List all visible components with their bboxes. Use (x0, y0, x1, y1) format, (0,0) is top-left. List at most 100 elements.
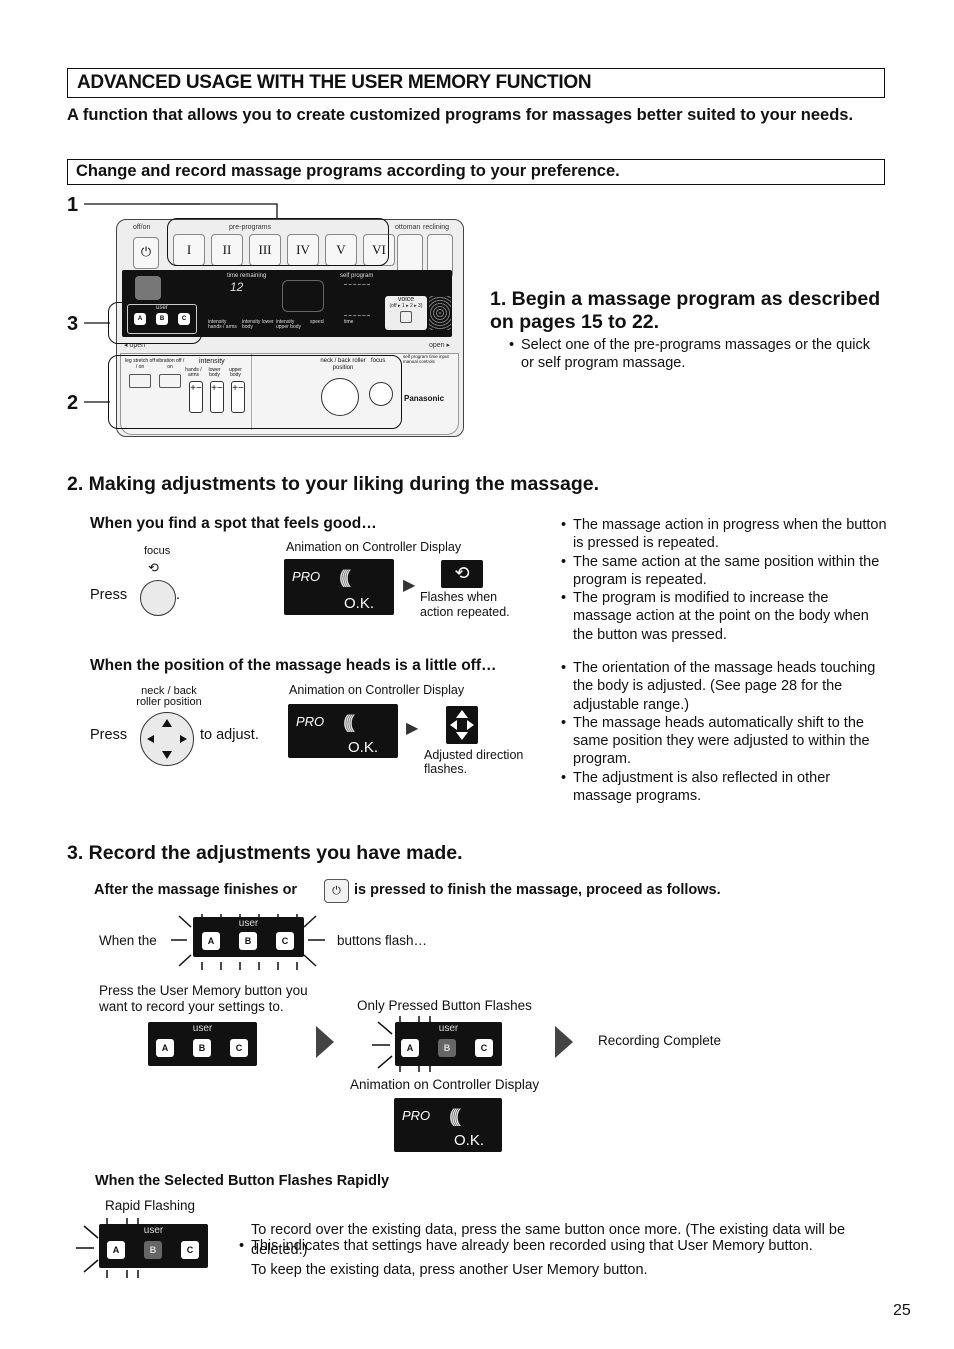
press-period: . (176, 587, 181, 603)
intensity-plus-minus-button[interactable]: +− (210, 381, 224, 413)
pre-program-button[interactable]: V (325, 234, 357, 266)
focus-label: focus (371, 358, 386, 364)
good-spot-bullets: The massage action in progress when the … (561, 516, 891, 644)
rapid-bullet: This indicates that settings have alread… (239, 1236, 891, 1256)
bullet-item: The massage heads automatically shift to… (561, 714, 891, 769)
brand-logo: Panasonic (404, 394, 445, 403)
user-key-b[interactable]: B (239, 932, 257, 950)
leg-stretch-label: leg stretch off / on (125, 358, 155, 370)
user-key-a[interactable]: A (134, 313, 146, 325)
intensity-part-label: upper body (229, 367, 242, 378)
neck-back-label: neck / back roller position (320, 358, 366, 371)
open-left[interactable]: ◂ open (124, 342, 146, 349)
buttons-flash-text: buttons flash… (337, 933, 428, 948)
ok-label: O.K. (348, 739, 379, 756)
recording-complete-text: Recording Complete (598, 1033, 722, 1048)
user-key-c[interactable]: C (230, 1039, 248, 1057)
bullet-item: The adjustment is also reflected in othe… (561, 769, 891, 806)
power-button[interactable]: ⏻ (133, 237, 159, 269)
bullet-item: The orientation of the massage heads tou… (561, 659, 891, 714)
lcd-label: intensity upper body (276, 319, 302, 330)
direction-arrows-icon (450, 710, 474, 740)
flash-caption-1: Flashes when action repeated. (420, 590, 510, 619)
leg-stretch-button[interactable] (129, 374, 151, 388)
focus-caption: focus (144, 545, 171, 557)
vibration-button[interactable] (159, 374, 181, 388)
user-key-c[interactable]: C (475, 1039, 493, 1057)
intensity-plus-minus-button[interactable]: +− (189, 381, 203, 413)
controller-lcd: time remaining 12 self program voice (of… (122, 270, 452, 337)
pro-label: PRO (296, 714, 325, 729)
position-off-heading: When the position of the massage heads i… (90, 657, 497, 674)
bullet-item: The same action at the same position wit… (561, 553, 891, 590)
ok-display-2: PRO (((( O.K. (288, 704, 398, 758)
user-key-a[interactable]: A (202, 932, 220, 950)
user-key-b[interactable]: B (144, 1241, 162, 1259)
speaker-grille (429, 296, 451, 330)
voice-button[interactable] (400, 311, 412, 323)
press-text-1: Press (90, 587, 128, 603)
user-key-a[interactable]: A (156, 1039, 174, 1057)
roller-position-large[interactable] (140, 712, 194, 766)
ok-display-1: PRO (((( O.K. (284, 559, 394, 615)
roller-position-button[interactable] (321, 378, 359, 416)
callout-1: 1 (67, 194, 79, 216)
lcd-label: speed (310, 319, 324, 325)
callout-frame-2 (108, 355, 402, 429)
body-figure-icon (282, 280, 324, 312)
intensity-plus-minus-button[interactable]: +− (231, 381, 245, 413)
press-text-2: Press (90, 727, 128, 743)
user-key-b[interactable]: B (438, 1039, 456, 1057)
pre-program-button[interactable]: III (249, 234, 281, 266)
user-key-c[interactable]: C (181, 1241, 199, 1259)
arrow-right-2: ▶ (406, 720, 419, 737)
time-value: 12 (230, 280, 244, 294)
ottoman-label: ottoman (395, 224, 421, 231)
vibration-label: vibration off / on (155, 358, 185, 370)
voice-sub: (off ▸ 1 ▸ 2 ▸ 3) (389, 303, 423, 309)
repeat-icon-display: ⟲ (441, 560, 483, 588)
user-key-b[interactable]: B (156, 313, 168, 325)
step2-title: 2. Making adjustments to your liking dur… (67, 473, 600, 495)
focus-button[interactable] (369, 382, 393, 406)
arrow-right-3 (316, 1026, 334, 1058)
anim-label-2: Animation on Controller Display (289, 683, 465, 697)
arrow-right-4 (555, 1026, 573, 1058)
step3-title: 3. Record the adjustments you have made. (67, 842, 463, 864)
focus-button-large[interactable] (140, 580, 176, 616)
quick-button[interactable] (135, 276, 161, 300)
user-label: user (192, 1023, 213, 1034)
user-key-b[interactable]: B (193, 1039, 211, 1057)
user-label: user (143, 1225, 164, 1236)
user-key-a[interactable]: A (401, 1039, 419, 1057)
roller-caption: neck / back roller position (136, 685, 202, 708)
self-program-indicator (344, 284, 370, 316)
user-key-c[interactable]: C (178, 313, 190, 325)
section-title-box: ADVANCED USAGE WITH THE USER MEMORY FUNC… (67, 68, 885, 98)
pre-program-button[interactable]: I (173, 234, 205, 266)
power-icon: ⏻ (324, 879, 349, 903)
rapid-line-2: To record over the existing data, press … (251, 1222, 846, 1258)
ok-display-3: PRO (((( O.K. (394, 1098, 502, 1152)
open-right[interactable]: open ▸ (429, 342, 451, 349)
rapid-heading: When the Selected Button Flashes Rapidly (95, 1173, 390, 1189)
user-key-a[interactable]: A (107, 1241, 125, 1259)
page-number: 25 (893, 1302, 911, 1319)
user-key-c[interactable]: C (276, 932, 294, 950)
repeat-icon-small: ⟲ (148, 560, 159, 575)
lcd-label: intensity lower body (242, 319, 274, 330)
intro-text: A function that allows you to create cus… (67, 106, 854, 124)
position-off-bullets: The orientation of the massage heads tou… (561, 659, 891, 805)
direction-icon-display (446, 706, 478, 744)
intensity-part-label: hands / arms (185, 367, 202, 378)
step1-title: 1. Begin a massage program as described … (490, 288, 881, 333)
arrow-right-1: ▶ (403, 577, 416, 594)
